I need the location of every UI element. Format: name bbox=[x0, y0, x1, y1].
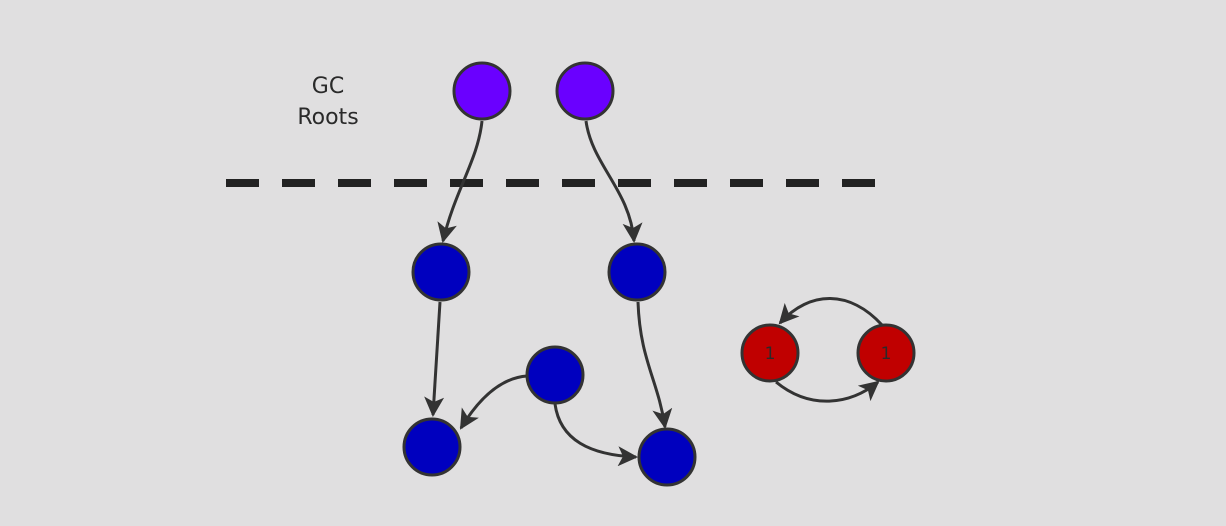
edge-root-2-to-obj-b bbox=[584, 120, 643, 243]
node-circle-obj-e bbox=[525, 345, 585, 405]
node-circle-root-1 bbox=[452, 61, 512, 121]
edge-cycle-2-to-cycle-1 bbox=[778, 297, 884, 327]
node-obj-a bbox=[411, 242, 471, 302]
edge-cycle-1-to-cycle-2 bbox=[775, 380, 880, 403]
node-circle-obj-c bbox=[402, 417, 462, 477]
edge-obj-e-to-obj-c bbox=[459, 374, 528, 430]
node-obj-b bbox=[607, 242, 667, 302]
node-cycle-2: 1 bbox=[856, 323, 916, 383]
node-obj-e bbox=[525, 345, 585, 405]
edge-obj-b-to-obj-d bbox=[636, 301, 673, 429]
node-circle-obj-b bbox=[607, 242, 667, 302]
node-root-2 bbox=[555, 61, 615, 121]
edge-obj-e-to-obj-d bbox=[553, 403, 638, 467]
gc-roots-label-line-2: Roots bbox=[297, 105, 358, 130]
gc-roots-label-line-1: GC bbox=[312, 74, 344, 99]
node-label-cycle-1: 1 bbox=[765, 344, 776, 364]
edge-root-1-to-obj-a bbox=[437, 120, 484, 243]
node-obj-d bbox=[637, 427, 697, 487]
node-label-cycle-2: 1 bbox=[881, 344, 892, 364]
node-circle-cycle-1 bbox=[740, 323, 800, 383]
node-root-1 bbox=[452, 61, 512, 121]
node-obj-c bbox=[402, 417, 462, 477]
node-circle-cycle-2 bbox=[856, 323, 916, 383]
node-circle-obj-d bbox=[637, 427, 697, 487]
node-circle-root-2 bbox=[555, 61, 615, 121]
edge-obj-a-to-obj-c bbox=[424, 301, 445, 417]
edges-layer bbox=[424, 120, 884, 467]
node-cycle-1: 1 bbox=[740, 323, 800, 383]
node-circle-obj-a bbox=[411, 242, 471, 302]
